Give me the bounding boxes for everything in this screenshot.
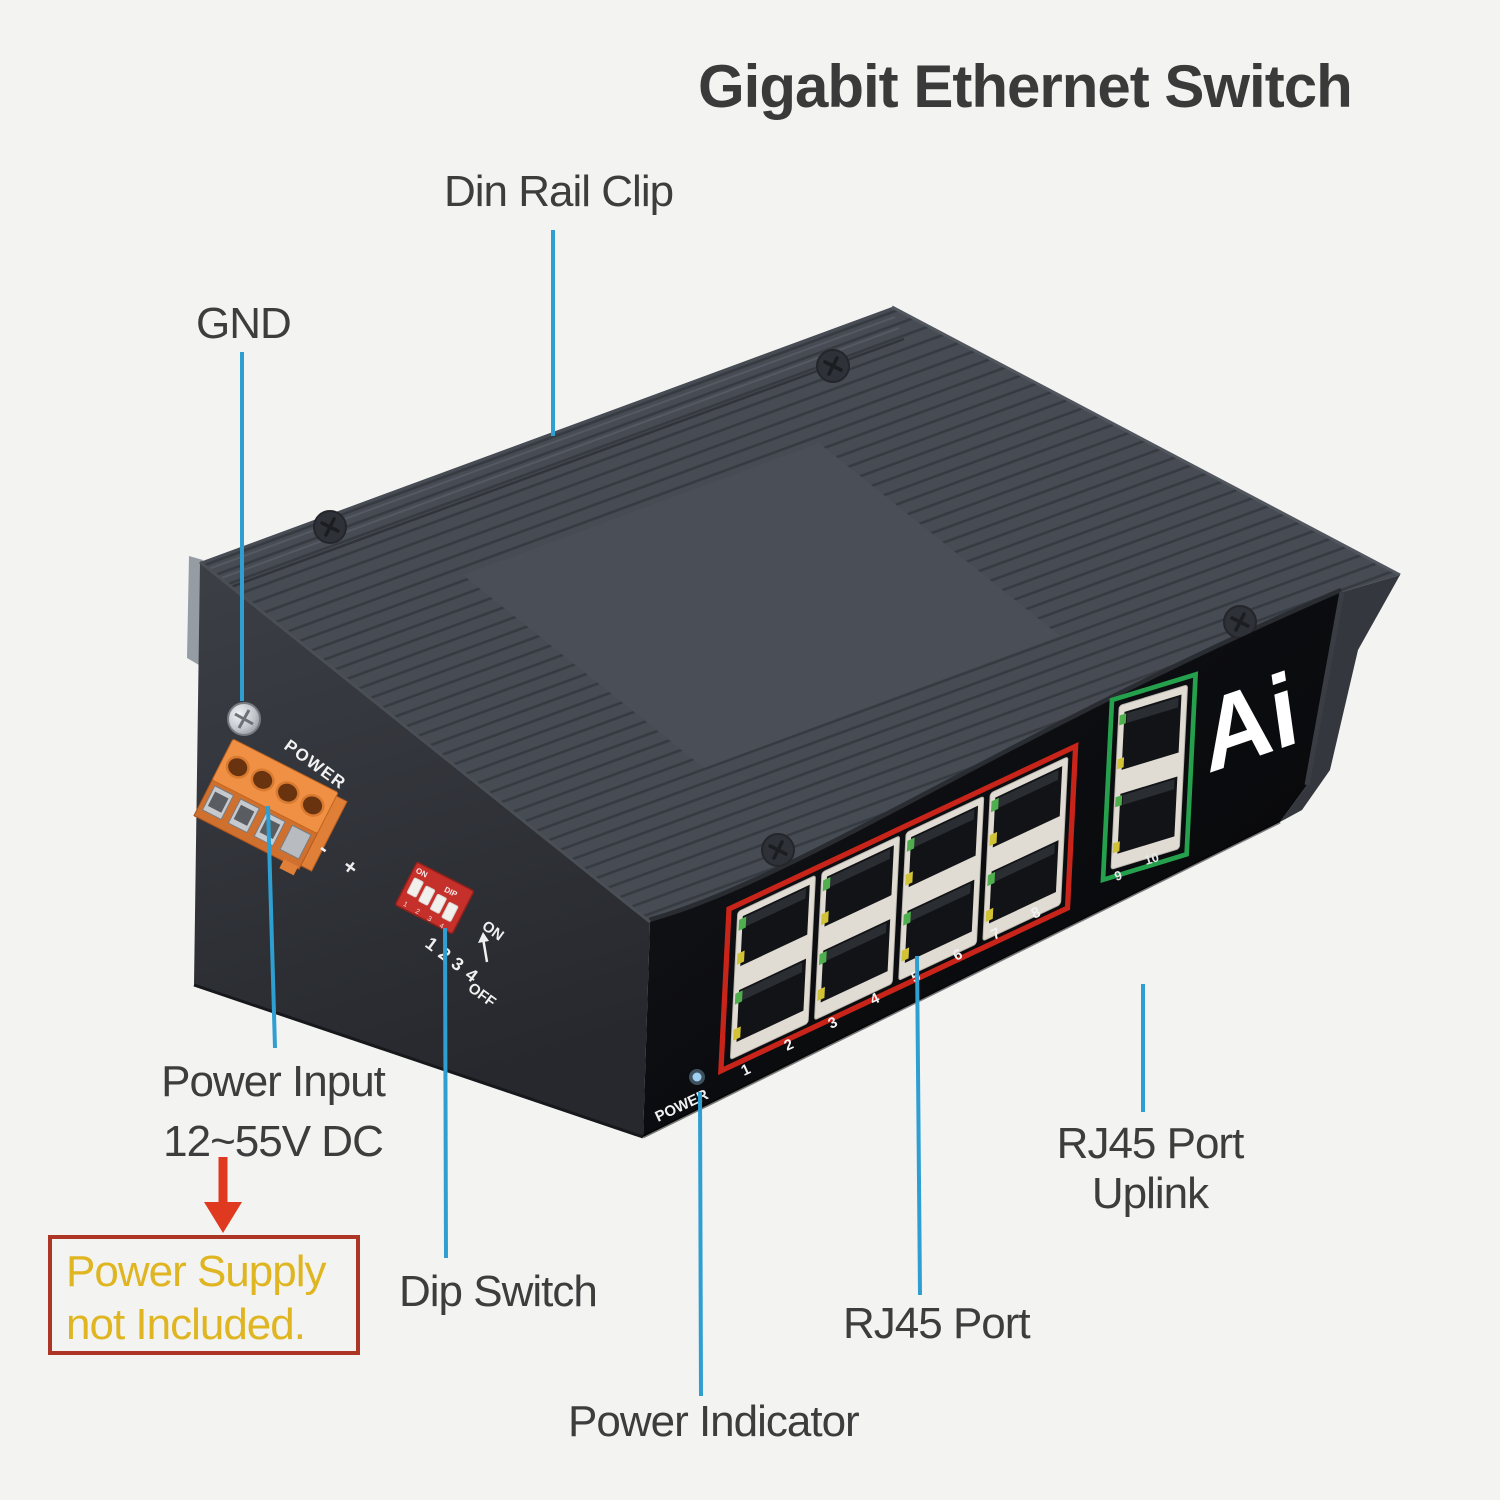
callout-line-rj45 [915, 955, 922, 1296]
warning-line2: not Included. [66, 1300, 306, 1349]
uplink-port-numbers: 9 10 [1112, 849, 1160, 884]
device-top-face [200, 305, 1401, 927]
device-right-bevel [1280, 575, 1400, 822]
label-gnd: GND [196, 299, 292, 348]
power-led [689, 1069, 705, 1085]
panel-right-edge [1304, 591, 1345, 786]
svg-text:10: 10 [1142, 849, 1160, 868]
page-title: Gigabit Ethernet Switch [698, 53, 1353, 120]
label-din-rail-clip: Din Rail Clip [444, 167, 674, 216]
label-rj45-uplink: RJ45 Port Uplink [1000, 1120, 1300, 1219]
dip-switch: ON DIP 1 2 3 4 [395, 861, 475, 934]
callout-line-power-input [266, 805, 277, 1049]
uplink-port-group [1100, 671, 1199, 884]
label-power-input-line2: 12~55V DC [163, 1116, 384, 1166]
label-power-input-line1: Power Input [161, 1057, 386, 1106]
rj45-port-group [718, 741, 1079, 1076]
callout-line-power-indicator [698, 1091, 703, 1397]
svg-text:2: 2 [414, 908, 421, 916]
svg-text:9: 9 [1112, 867, 1123, 883]
label-rj45-uplink-line1: RJ45 Port [1056, 1119, 1245, 1168]
case-screws [313, 349, 1257, 867]
panel-bottom-edge [642, 820, 1281, 1139]
power-terminal [193, 739, 348, 876]
label-power-indicator: Power Indicator [568, 1397, 860, 1446]
label-power-input: Power Input 12~55V DC [118, 1058, 428, 1177]
warning-line1: Power Supply [66, 1247, 326, 1296]
arrow-icon [204, 1157, 242, 1233]
svg-text:1: 1 [402, 901, 409, 909]
callout-line-dip [443, 927, 448, 1259]
svg-text:4: 4 [438, 923, 445, 931]
device-left-face [193, 560, 651, 1139]
callout-lines [240, 230, 1145, 1397]
gnd-screw [227, 702, 261, 736]
label-rj45-uplink-line2: Uplink [1091, 1168, 1209, 1218]
svg-text:3: 3 [426, 915, 433, 923]
warning-box: Power Supply not Included. [48, 1235, 360, 1355]
label-dip-switch: Dip Switch [399, 1267, 598, 1316]
label-rj45-port: RJ45 Port [843, 1299, 1031, 1348]
